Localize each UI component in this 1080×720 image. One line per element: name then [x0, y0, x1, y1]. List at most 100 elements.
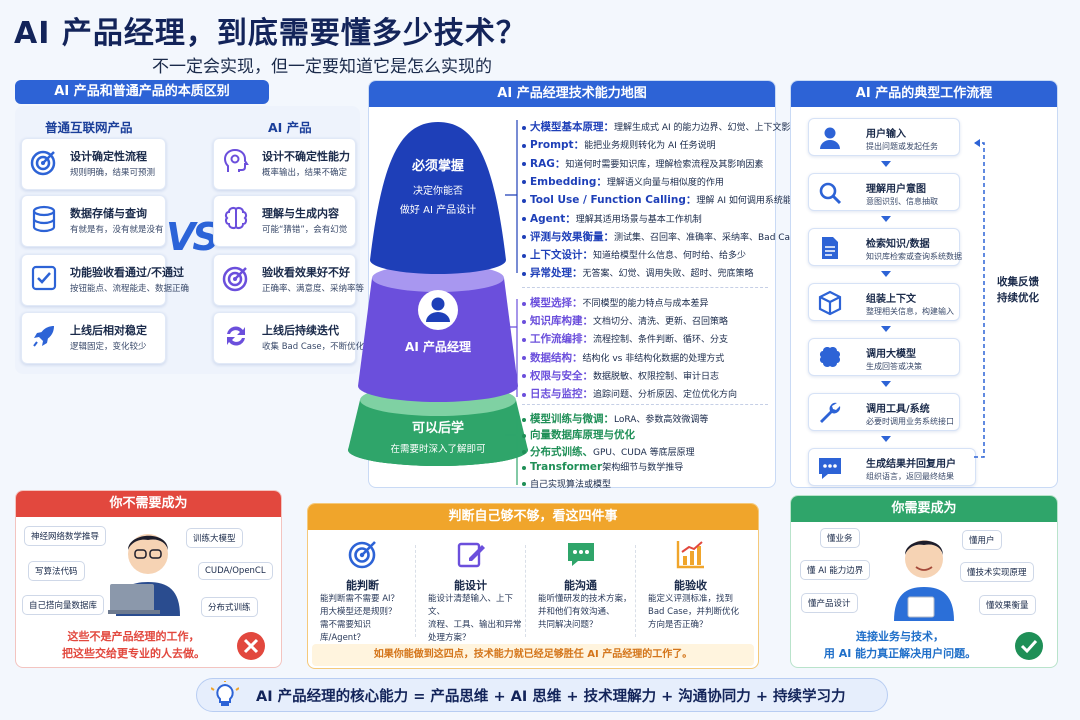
judge-line: 共同解决问题？ — [538, 620, 598, 630]
pyramid-mid-body — [358, 278, 518, 402]
judge-item: 能验收 能定义评测标准，找到 Bad Case，并判断优化 方向是否正确？ — [638, 538, 743, 638]
card-title: 设计确定性流程 — [70, 150, 147, 163]
flow-arrow — [881, 381, 891, 387]
refresh-icon — [227, 326, 245, 346]
check-icon — [1015, 632, 1043, 660]
judge-panel-header: 判断自己够不够，看这四件事 — [308, 504, 758, 530]
judge-line: 需不需要知识库/Agent？ — [320, 620, 372, 643]
capability-item: RAG：知道何时需要知识库，理解检索流程及其影响因素 — [522, 156, 763, 171]
divider — [522, 287, 768, 288]
flow-step: 检索知识/数据知识库检索或查询系统数据 — [808, 228, 962, 266]
judge-footer: 如果你能做到这四点，技术能力就已经足够胜任 AI 产品经理的工作了。 — [312, 644, 754, 666]
need-tag: 懂 AI 能力边界 — [800, 560, 871, 580]
flow-step-desc: 整理相关信息，构建输入 — [866, 307, 954, 316]
card-desc: 逻辑固定，变化较少 — [70, 342, 147, 352]
flow-arrow — [881, 436, 891, 442]
tier-mid-title: AI 产品经理 — [405, 340, 471, 354]
judge-item: 能沟通 能听懂研发的技术方案， 并和他们有效沟通、 共同解决问题？ — [528, 538, 633, 638]
judge-line: 能设计清楚输入、上下文、 — [428, 594, 514, 617]
capability-name: 工作流编排： — [530, 333, 593, 346]
flow-step-title: 理解用户意图 — [866, 184, 926, 195]
chat-icon — [817, 455, 843, 481]
user-icon — [817, 125, 843, 151]
brain-icon — [224, 207, 248, 229]
card-title: 上线后相对稳定 — [70, 324, 147, 337]
flow-step: 调用大模型生成回答或决策 — [808, 338, 960, 376]
capability-desc: 结构化 vs 非结构化数据的处理方式 — [582, 353, 725, 364]
capability-item: Tool Use / Function Calling：理解 AI 如何调用系统… — [522, 192, 801, 207]
normal-card: 功能验收看通过/不通过 按钮能点、流程能走、数据正确 — [21, 254, 189, 306]
target-icon — [222, 266, 248, 292]
capability-desc: 无答案、幻觉、调用失败、超时、兜底策略 — [582, 269, 754, 280]
flow-step: 生成结果并回复用户组织语言，返回最终结果 — [808, 448, 976, 486]
lightbulb-icon — [211, 681, 239, 706]
capability-item: Transformer架构细节与数学推导 — [522, 460, 683, 473]
flow-step-title: 生成结果并回复用户 — [866, 459, 956, 470]
card-desc: 可能“猜错”，会有幻觉 — [262, 225, 348, 235]
judge-title: 能沟通 — [564, 579, 597, 592]
flow-step-title: 用户输入 — [866, 129, 906, 140]
not-tag: 神经网络数学推导 — [24, 526, 107, 546]
capability-item: 工作流编排：流程控制、条件判断、循环、分支 — [522, 331, 728, 346]
bullet-dot — [522, 198, 526, 203]
need-tag: 懂用户 — [962, 530, 1002, 550]
divider — [522, 404, 768, 405]
flow-step: 理解用户意图意图识别、信息抽取 — [808, 173, 960, 211]
capability-desc: 理解生成式 AI 的能力边界、幻觉、上下文影响 — [614, 123, 800, 133]
capability-name: RAG： — [530, 157, 566, 170]
capability-name: 权限与安全： — [530, 369, 593, 382]
database-icon — [32, 205, 56, 233]
map-panel-header: AI 产品经理技术能力地图 — [369, 81, 775, 107]
capability-item: 数据结构：结构化 vs 非结构化数据的处理方式 — [522, 350, 724, 365]
capability-item: 上下文设计：知道给模型什么信息、何时给、给多少 — [522, 247, 746, 262]
feedback-loop-arrow — [974, 139, 985, 458]
capability-item: 自己实现算法或模型 — [522, 477, 611, 490]
capability-name: Prompt： — [530, 139, 585, 152]
rocket-icon — [33, 326, 54, 347]
page-title: AI 产品经理，到底需要懂多少技术？ — [14, 16, 527, 51]
need-line-2: 用 AI 能力真正解决用户问题。 — [823, 647, 977, 660]
capability-item: Embedding：理解语义向量与相似度的作用 — [522, 174, 724, 189]
capability-desc: 知道何时需要知识库，理解检索流程及其影响因素 — [565, 159, 764, 170]
ai-card: 上线后持续迭代 收集 Bad Case，不断优化 — [213, 312, 364, 364]
bullet-dot — [522, 482, 526, 487]
bullet-dot — [522, 319, 526, 324]
left-panel-header: AI 产品和普通产品的本质区别 — [15, 80, 269, 104]
flow-step-title: 组装上下文 — [866, 294, 916, 305]
bullet-dot — [522, 217, 526, 221]
checkbox-icon — [31, 265, 57, 291]
bottom-bar — [196, 678, 888, 712]
core-ability-formula: AI 产品经理的核心能力 = 产品思维 + AI 思维 + 技术理解力 + 沟通… — [256, 689, 846, 705]
capability-name: 模型选择： — [530, 297, 583, 309]
bullet-dot — [522, 180, 526, 185]
judge-line: 能判断需不需要 AI？ — [320, 594, 400, 604]
judge-line: 流程、工具、输出和异常 — [428, 620, 522, 630]
feedback-label-1: 收集反馈 — [997, 276, 1039, 288]
tier-bottom-desc: 在需要时深入了解即可 — [390, 444, 486, 455]
bullet-dot — [522, 356, 526, 361]
tier-bottom-title: 可以后学 — [411, 421, 464, 436]
judge-title: 能验收 — [674, 579, 707, 592]
capability-desc: 自己实现算法或模型 — [530, 479, 612, 490]
capability-name: Tool Use / Function Calling： — [530, 194, 697, 207]
capability-name: Agent： — [530, 212, 576, 225]
bullet-dot — [522, 271, 526, 276]
capability-item: 知识库构建：文档切分、清洗、更新、召回策略 — [522, 313, 728, 328]
bullet-dot — [522, 450, 526, 455]
capability-name: 大模型基本原理： — [530, 121, 614, 133]
judge-line: 处理方案？ — [428, 633, 471, 643]
need-tag: 懂效果衡量 — [979, 595, 1036, 615]
flow-arrow — [881, 161, 891, 167]
card-title: 数据存储与查询 — [70, 207, 147, 220]
pyramid-top-body — [370, 122, 506, 274]
capability-desc: 架构细节与数学推导 — [602, 463, 684, 474]
not-tag: CUDA/OpenCL — [198, 562, 273, 580]
not-line-1: 这些不是产品经理的工作， — [67, 630, 200, 643]
normal-card: 数据存储与查询 有就是有，没有就是没有 — [21, 195, 166, 247]
capability-name: 异常处理： — [530, 267, 583, 280]
pyramid-diagram — [348, 122, 528, 466]
flow-step-desc: 提出问题或发起任务 — [866, 142, 938, 151]
ai-card: 设计不确定性能力 概率输出，结果不确定 — [213, 138, 356, 190]
wrench-icon — [817, 400, 843, 426]
capability-item: 权限与安全：数据脱敏、权限控制、审计日志 — [522, 368, 719, 383]
